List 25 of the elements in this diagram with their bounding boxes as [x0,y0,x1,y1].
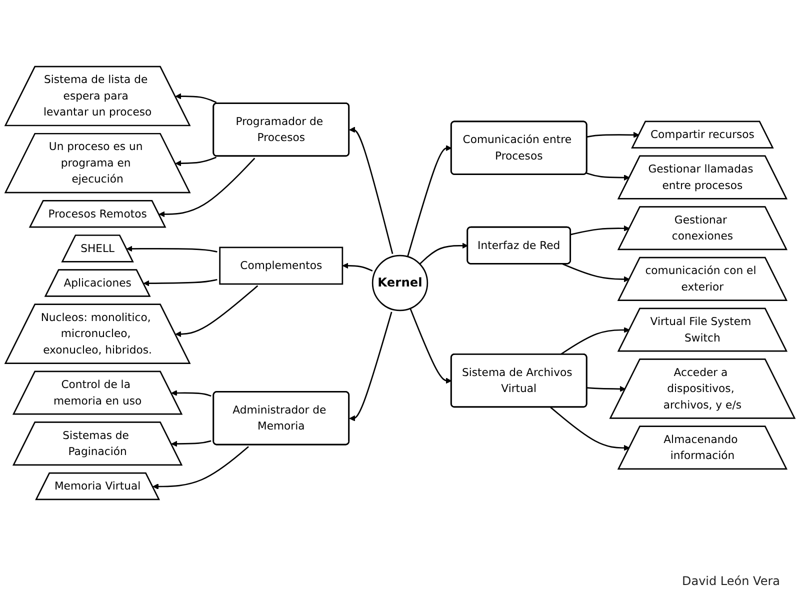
arrow [175,93,217,104]
arrow [349,126,394,254]
node-box: Complementos [219,246,344,285]
arrow [342,262,373,272]
arrow [407,145,452,257]
arrow [586,386,626,392]
arrow [419,242,468,265]
arrow [171,390,212,397]
arrow [586,132,640,138]
arrow [143,278,218,286]
arrow [175,285,258,338]
arrow [570,225,630,236]
arrow [158,158,256,218]
node-circle: Kernel [372,254,428,312]
arrow [550,406,630,451]
arrow [560,327,630,356]
author-credit: David León Vera [682,574,780,588]
arrow [349,312,392,422]
arrow [175,156,216,166]
arrow [562,263,630,282]
arrow [171,440,212,447]
arrow [126,246,218,253]
arrow [586,172,630,181]
arrow [410,308,452,384]
arrow [152,446,249,490]
